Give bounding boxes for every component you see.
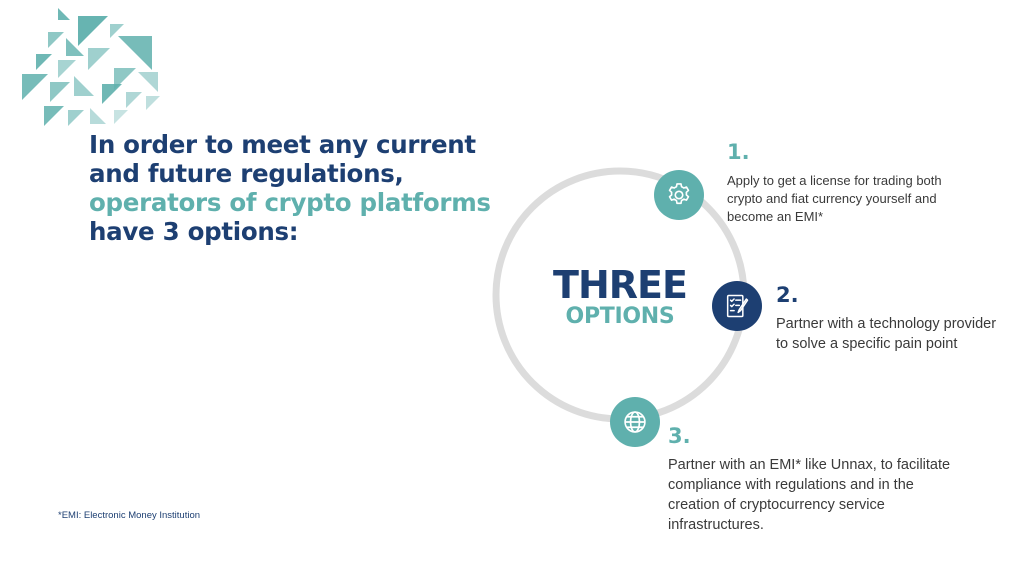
option-2-text: Partner with a technology provider to so… xyxy=(776,316,997,352)
option-3-number: 3. xyxy=(668,424,691,448)
footnote: *EMI: Electronic Money Institution xyxy=(58,510,201,521)
option-3-node xyxy=(610,397,660,447)
headline: In order to meet any current and future … xyxy=(89,130,519,246)
center-title: THREE OPTIONS xyxy=(540,266,700,328)
option-2-number: 2. xyxy=(776,283,799,307)
gear-icon xyxy=(668,183,690,205)
option-3-text: Partner with an EMI* like Unnax, to faci… xyxy=(668,457,951,533)
center-title-sub: OPTIONS xyxy=(565,304,675,329)
option-1-number: 1. xyxy=(727,140,750,164)
option-1-node xyxy=(654,170,704,220)
headline-line-1: In order to meet any current xyxy=(89,130,476,159)
headline-line-2: and future regulations, xyxy=(89,159,404,188)
document-checklist-icon xyxy=(726,294,749,318)
center-title-main: THREE xyxy=(553,263,688,307)
headline-line-3-highlight: operators of crypto platforms xyxy=(89,188,491,217)
globe-icon xyxy=(624,411,646,433)
option-2-node xyxy=(712,281,762,331)
triangle-pattern-decoration xyxy=(22,8,160,126)
option-1-text: Apply to get a license for trading both … xyxy=(727,173,942,224)
headline-line-4: have 3 options: xyxy=(89,217,299,246)
